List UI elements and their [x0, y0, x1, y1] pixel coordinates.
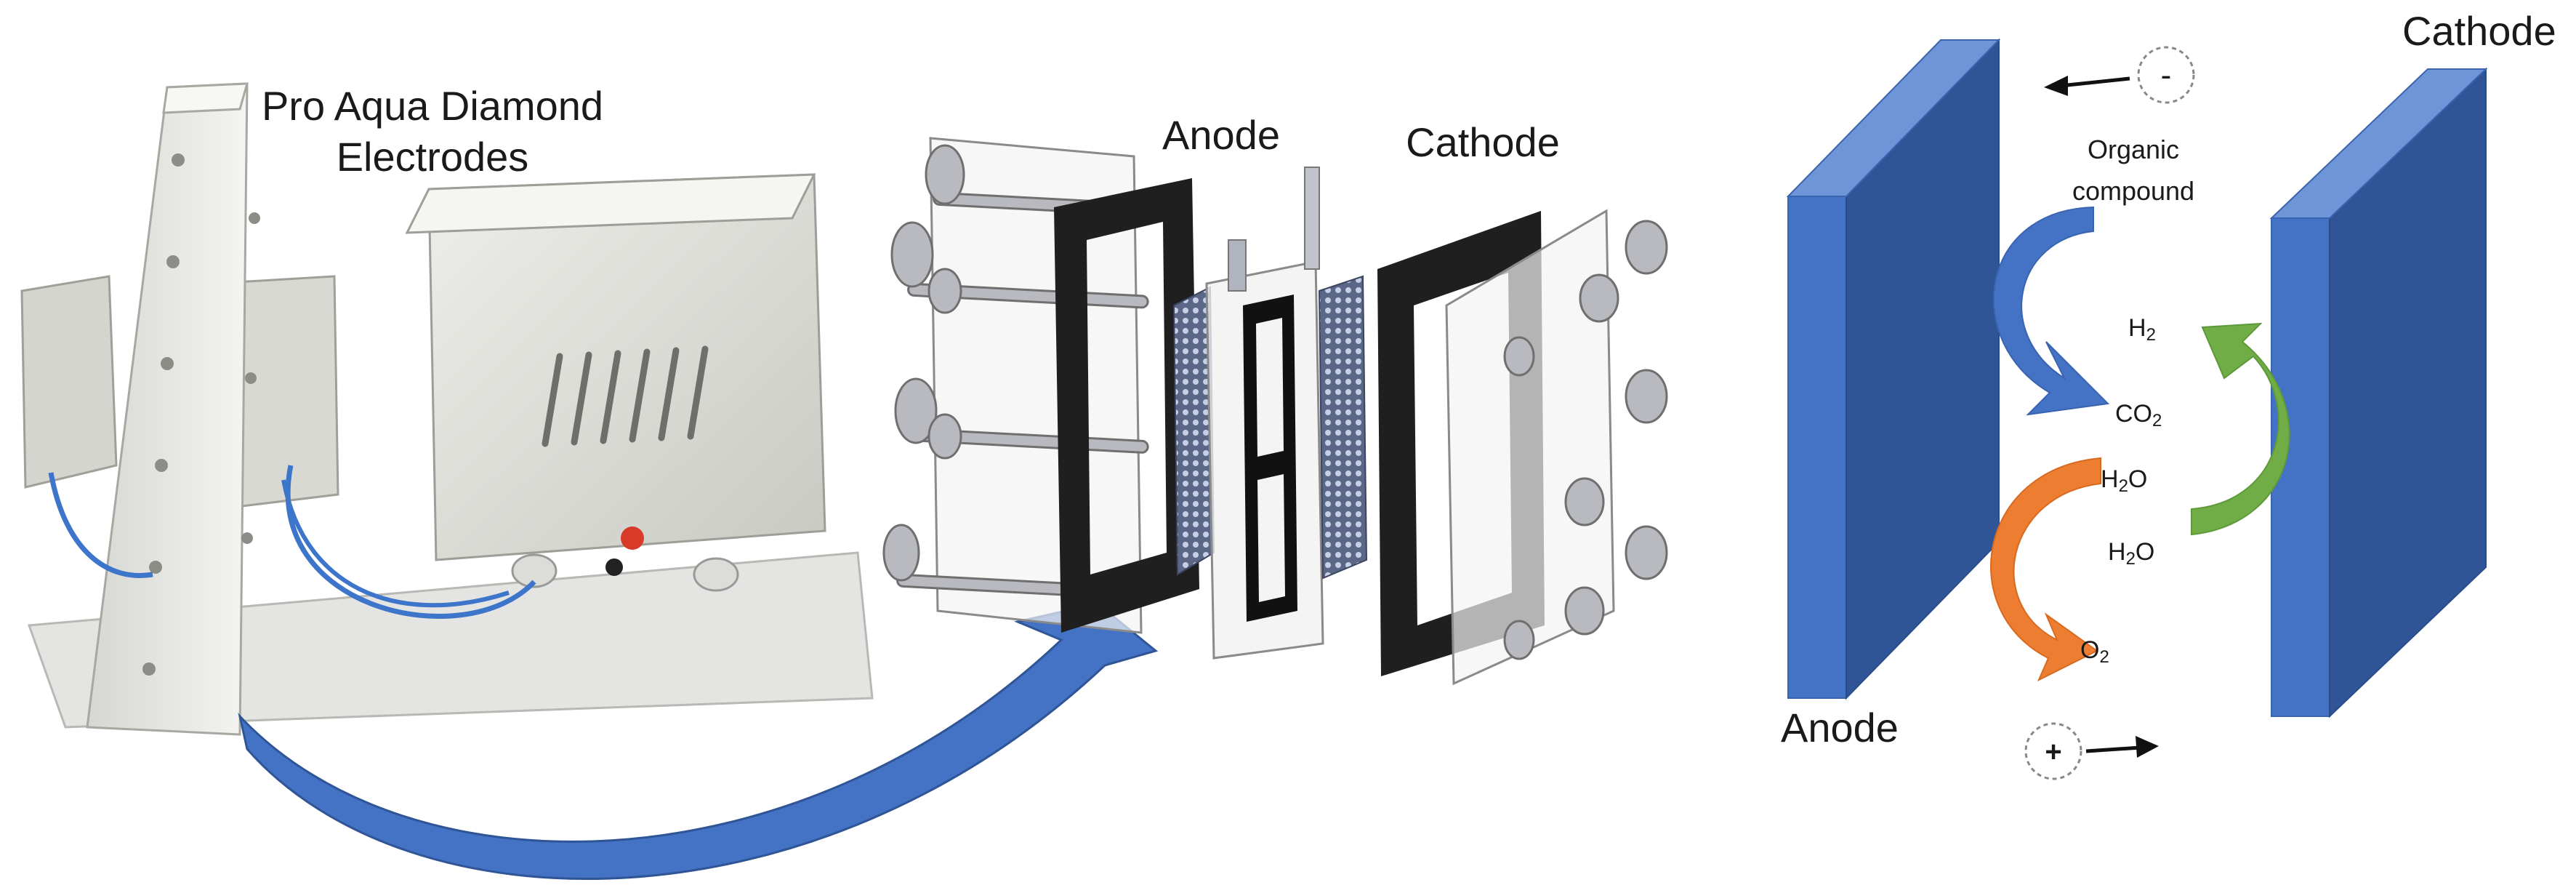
negative-sign: - [2161, 57, 2172, 93]
positive-terminal: + [2024, 722, 2159, 780]
negative-terminal: - [2044, 46, 2195, 104]
gasket-left [1054, 178, 1199, 633]
inlet-tube [1228, 239, 1247, 292]
mechanism-anode-label: Anode [1781, 705, 1899, 750]
exploded-cathode-label: Cathode [1406, 119, 1560, 165]
cathode-mesh [1318, 275, 1368, 580]
exploded-cell: Anode Cathode [882, 112, 1668, 686]
device-label-line2: Electrodes [337, 134, 529, 180]
mechanism-diagram: - + Anode Cathode Organic compound H2 CO… [1781, 8, 2556, 780]
black-switch [605, 558, 623, 576]
cable-gland [693, 557, 739, 592]
center-black-frame [1243, 295, 1297, 622]
mechanism-cathode-label: Cathode [2402, 8, 2556, 54]
organic-label-line1: Organic [2088, 135, 2179, 164]
h2o-top-label: H2O [2101, 465, 2147, 496]
reduction-arrow-green [2191, 322, 2290, 536]
organic-label-line2: compound [2072, 176, 2194, 206]
exploded-anode-label: Anode [1162, 112, 1280, 158]
device-label-line1: Pro Aqua Diamond [262, 83, 603, 129]
h2-label: H2 [2128, 314, 2156, 345]
o2-label: O2 [2080, 636, 2109, 667]
device-photo: Pro Aqua Diamond Electrodes [20, 82, 874, 736]
outlet-tube [1304, 167, 1320, 270]
h2o-bottom-label: H2O [2108, 538, 2154, 569]
wing-bolts-right [1503, 220, 1668, 660]
red-indicator [621, 526, 644, 550]
positive-sign: + [2045, 736, 2061, 768]
electrode-housing-left [20, 275, 118, 489]
power-supply-box [405, 173, 826, 592]
end-plate-right [1445, 209, 1615, 686]
blue-cable [281, 479, 510, 608]
blue-cable [48, 472, 153, 578]
anode-electrode [1786, 38, 2001, 700]
cathode-electrode [2269, 67, 2488, 718]
electrode-column [86, 82, 260, 736]
water-oxidation-arrow-orange [1990, 457, 2101, 682]
oxidation-arrow-blue [1993, 206, 2110, 416]
cable-gland [511, 553, 558, 588]
blue-cable [285, 465, 536, 619]
co2-label: CO2 [2115, 400, 2162, 431]
